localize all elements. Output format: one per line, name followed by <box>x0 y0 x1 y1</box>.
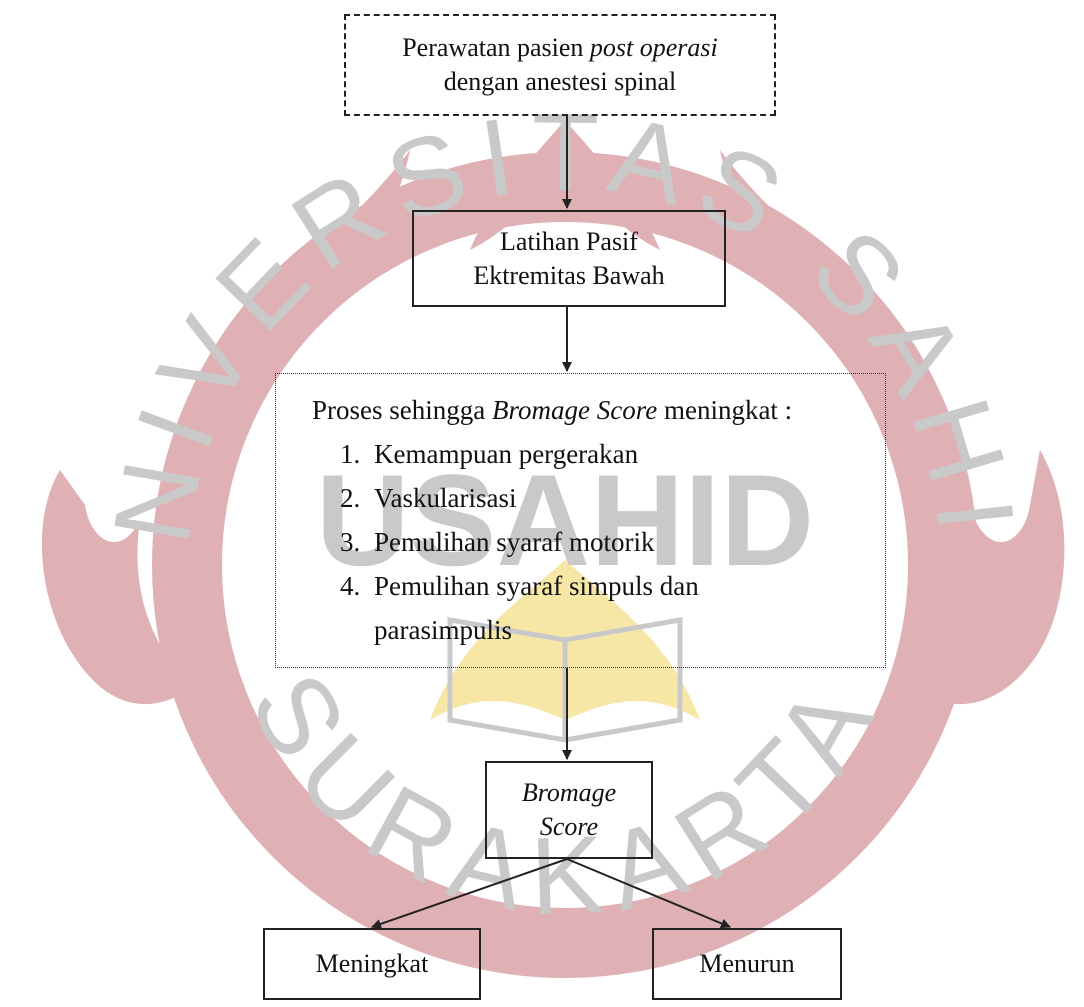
process-title: Proses sehingga Bromage Score meningkat … <box>312 395 793 425</box>
outcome-menurun-label: Menurun <box>699 949 795 978</box>
outcome-meningkat-node: Meningkat <box>263 928 481 1000</box>
watermark-left-flame <box>41 470 191 705</box>
bromage-node-line2: Score <box>539 812 599 841</box>
latihan-node-line1: Latihan Pasif <box>500 226 638 256</box>
process-list-item: 2.Vaskularisasi <box>340 483 517 513</box>
process-list-continuation: parasimpulis <box>374 615 512 645</box>
bromage-node-line1: Bromage <box>521 778 617 807</box>
latihan-node: Latihan Pasif Ektremitas Bawah <box>412 210 726 307</box>
watermark-top-crest-3 <box>720 150 830 270</box>
arrow-bromage-to-menurun <box>566 858 731 929</box>
process-node: Proses sehingga Bromage Score meningkat … <box>275 373 886 668</box>
start-node: Perawatan pasien post operasi dengan ane… <box>344 14 776 116</box>
watermark-center-text: USAHID <box>316 447 814 593</box>
start-node-line1: Perawatan pasien post operasi <box>402 33 718 62</box>
outcome-meningkat-label: Meningkat <box>315 949 429 978</box>
start-node-line2: dengan anestesi spinal <box>443 67 677 96</box>
process-list: 1.Kemampuan pergerakan 2.Vaskularisasi 3… <box>312 432 699 608</box>
watermark-top-crest <box>470 120 660 250</box>
process-list-item: 4.Pemulihan syaraf simpuls dan <box>340 571 699 601</box>
bromage-score-node: Bromage Score <box>485 761 653 859</box>
outcome-menurun-node: Menurun <box>652 928 842 1000</box>
process-list-item: 3.Pemulihan syaraf motorik <box>340 527 655 557</box>
watermark-top-crest-2 <box>300 150 410 270</box>
arrow-bromage-to-meningkat <box>371 858 568 929</box>
watermark-right-flame <box>920 450 1065 705</box>
process-list-item: 1.Kemampuan pergerakan <box>340 439 639 469</box>
latihan-node-line2: Ektremitas Bawah <box>473 260 665 290</box>
